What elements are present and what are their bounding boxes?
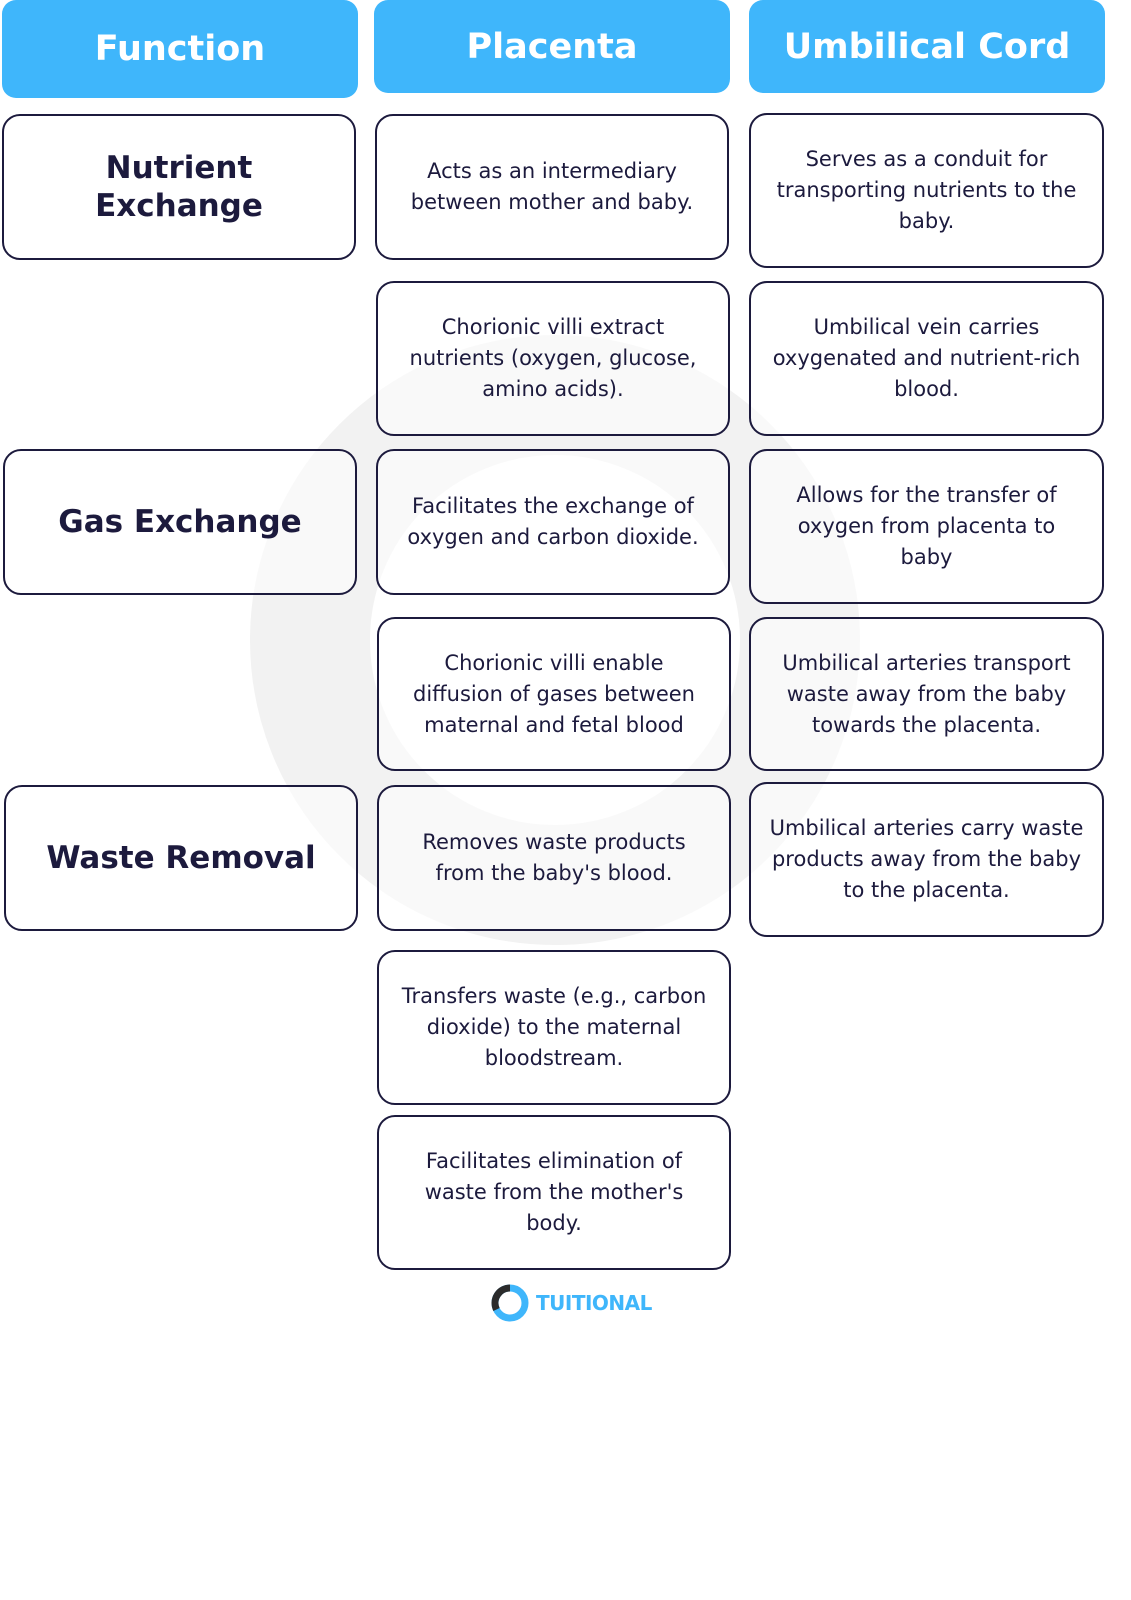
function-card-gas-exchange: Gas Exchange (3, 449, 357, 595)
placenta-text: Removes waste products from the baby's b… (422, 830, 686, 885)
placenta-text: Facilitates the exchange of oxygen and c… (407, 494, 699, 549)
placenta-card: Acts as an intermediary between mother a… (375, 114, 729, 260)
function-label: Gas Exchange (58, 504, 302, 540)
umbilical-cord-text: Allows for the transfer of oxygen from p… (796, 483, 1057, 569)
logo-text: TUITIONAL (536, 1291, 652, 1315)
placenta-card: Transfers waste (e.g., carbon dioxide) t… (377, 950, 731, 1105)
umbilical-cord-card: Umbilical arteries carry waste products … (749, 782, 1104, 937)
umbilical-cord-text: Umbilical arteries carry waste products … (769, 816, 1084, 902)
umbilical-cord-card: Serves as a conduit for transporting nut… (749, 113, 1104, 268)
function-card-nutrient-exchange: Nutrient Exchange (2, 114, 356, 260)
placenta-text: Facilitates elimination of waste from th… (424, 1149, 684, 1235)
placenta-card: Facilitates the exchange of oxygen and c… (376, 449, 730, 595)
umbilical-cord-card: Allows for the transfer of oxygen from p… (749, 449, 1104, 604)
tuitional-logo: TUITIONAL (490, 1283, 652, 1323)
umbilical-cord-card: Umbilical vein carries oxygenated and nu… (749, 281, 1104, 436)
placenta-text: Transfers waste (e.g., carbon dioxide) t… (401, 984, 707, 1070)
placenta-card: Facilitates elimination of waste from th… (377, 1115, 731, 1270)
tuitional-ring-icon (491, 1284, 529, 1322)
umbilical-cord-card: Umbilical arteries transport waste away … (749, 617, 1104, 771)
placenta-text: Chorionic villi enable diffusion of gase… (413, 650, 695, 737)
function-label: Waste Removal (46, 840, 316, 876)
placenta-card: Chorionic villi enable diffusion of gase… (377, 617, 731, 771)
function-label: Nutrient Exchange (95, 150, 263, 224)
placenta-text: Chorionic villi extract nutrients (oxyge… (409, 315, 697, 401)
header-umbilical-cord: Umbilical Cord (749, 0, 1105, 93)
function-card-waste-removal: Waste Removal (4, 785, 358, 931)
umbilical-cord-text: Umbilical arteries transport waste away … (782, 650, 1071, 737)
umbilical-cord-text: Umbilical vein carries oxygenated and nu… (772, 315, 1081, 401)
placenta-card: Removes waste products from the baby's b… (377, 785, 731, 931)
header-function: Function (2, 0, 358, 98)
header-placenta: Placenta (374, 0, 730, 93)
placenta-text: Acts as an intermediary between mother a… (410, 159, 694, 214)
placenta-card: Chorionic villi extract nutrients (oxyge… (376, 281, 730, 436)
umbilical-cord-text: Serves as a conduit for transporting nut… (776, 147, 1077, 233)
